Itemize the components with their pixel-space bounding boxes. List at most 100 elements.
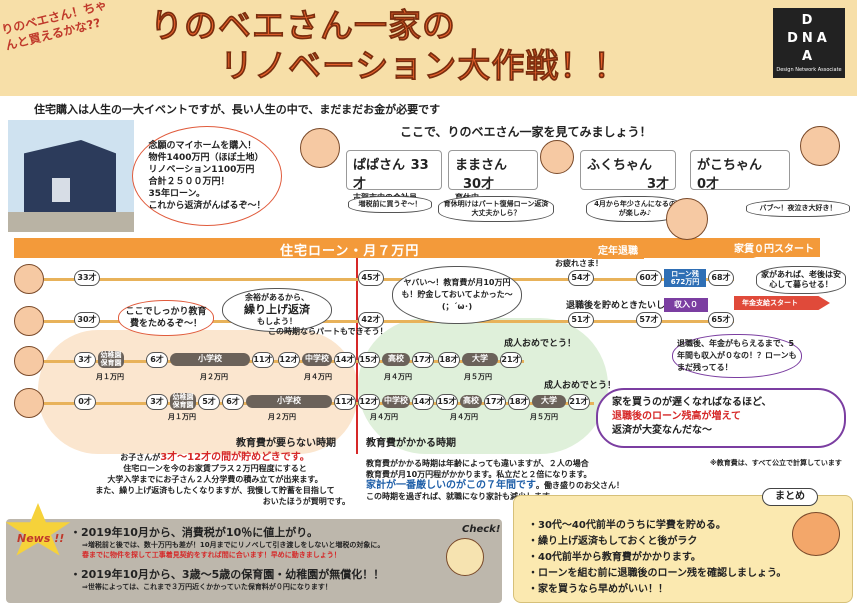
age-dot: 21才 [500,352,522,368]
rent-zero-badge: 家賃０円スタート [728,238,820,257]
age-dot: 17才 [412,352,434,368]
purple-line-3: 返済が大変なんだな〜 [612,425,712,436]
age-dot: 0才 [74,394,96,410]
money-label: 月４万円 [304,373,332,381]
mama-speech-face: (；´ω･) [441,302,473,311]
stage-junior: 中学校 [382,395,410,408]
left-note-highlight: 3才〜12才の間が貯めどきです。 [160,452,310,463]
family-name: ままさん [455,158,508,173]
money-label: 月４万円 [384,373,412,381]
purple-callout: 家を買うのが遅くなればなるほど、 退職後のローン残高が増えて 返済が大変なんだな… [596,388,846,448]
family-lead: ここで、りのベエさん一家を見てみましょう！ [400,125,652,139]
money-label: 月５万円 [464,373,492,381]
age-dot: 12才 [278,352,300,368]
money-label: 月４万円 [450,413,478,421]
age-dot: 12才 [358,394,380,410]
house-building [24,140,116,214]
logo-letter-2: DNA [787,31,831,46]
part-note: この時期ならパートもできそう！ [268,327,388,336]
header-band [0,0,857,96]
age-dot: 57才 [636,312,662,328]
left-note: お子さんが3才〜12才の間が貯めどきです。 住宅ローンを今のお家賃プラス２万円程… [80,452,350,507]
left-note-line: また、繰り上げ返済もしたくなりますが、我慢して貯蓄を目指して [95,486,335,495]
age-dot: 6才 [146,352,168,368]
money-label: 月２万円 [200,373,228,381]
house-photo [8,120,134,232]
save-note: 退職後を貯めときたいし [566,301,666,311]
logo-letter-1: D [801,13,817,28]
mama-speech: ヤバい〜！教育費が月10万円も！貯金しておいてよかった〜 (；´ω･) [392,266,522,324]
mama-comment: 育休明けはパート復帰ローン返済大丈夫かしら？ [438,196,554,222]
purple-line-1: 家を買うのが遅くなればなるほど、 [612,397,772,408]
age-dot: 15才 [436,394,458,410]
age-dot: 11才 [334,394,356,410]
news-item-2: ・2019年10月から、3歳〜5歳の保育園・幼稚園が無償化！！ [70,568,385,581]
age-dot: 68才 [708,270,734,286]
papa-row-face-icon [14,264,44,294]
house-bubble-line: これから返済がんばるぞ〜！ [148,201,266,211]
age-dot: 21才 [568,394,590,410]
money-label: 月４万円 [370,413,398,421]
family-name: ぱぱさん [353,158,406,173]
age-dot: 14才 [334,352,356,368]
age-dot: 5才 [198,394,220,410]
mama-bubble-2-title: 繰り上げ返済 [244,303,310,316]
summary-title: まとめ [762,488,818,506]
house-window [52,178,70,202]
edu-no-cost-label: 教育費が要らない時期 [236,438,336,449]
left-note-line: おいたほうが賢明です。 [262,497,350,506]
mama-timeline [44,320,734,323]
title-line-1: りのベエさん一家の [150,6,456,46]
house-bubble-line: リノベーション1100万円 [148,165,255,175]
footnote: ※教育費は、すべて公立で計算しています [710,459,842,467]
news-content: ・2019年10月から、消費税が10％に値上がり。 ⇒増税前と後では、数十万円も… [70,524,430,592]
family-name: がこちゃん [697,158,763,173]
age-dot: 60才 [636,270,662,286]
fuku-adult: 成人おめでとう！ [504,339,577,349]
fuku-row-face-icon [14,346,44,376]
family-card-gako: がこちゃん 0才 [690,150,790,192]
family-card-papa: ぱぱさん 33才 古賀市内の会社員 [346,150,442,202]
stage-junior: 中学校 [302,353,332,366]
stage-elementary: 小学校 [170,353,250,366]
mama-speech-text: ヤバい〜！教育費が月10万円も！貯金しておいてよかった〜 [401,278,513,299]
age-dot: 30才 [74,312,100,328]
mama-bubble-2-pre: 余裕があるから、 [245,293,309,302]
summary-item: ・繰り上げ返済もしておくと後がラク [528,536,698,547]
money-label: 月１万円 [168,413,196,421]
family-age: 0才 [697,177,720,192]
mama-row-face-icon [14,306,44,336]
pension-label: 年金支給スタート [742,299,798,307]
family-age: 3才 [646,177,669,192]
age-dot: 17才 [484,394,506,410]
family-age: 30才 [463,177,495,192]
after-bubble: 家があれば、老後は安心して暮らせる！ [756,266,846,294]
left-note-line: 住宅ローンを今のお家賃プラス２万円程度にすると [123,464,307,473]
left-note-line: 大学入学までにお子さん２人分学費の積み立てが出来ます。 [107,475,323,484]
age-dot: 45才 [358,270,384,286]
papa-face-icon [300,128,340,168]
pension-arrow [734,296,830,310]
mid-note-hl-post: 。働き盛りのお父さん！ [536,481,624,490]
mama-bubble-2: 余裕があるから、 繰り上げ返済 もしよう！ [222,288,332,332]
house-ground [8,212,134,232]
papa-note-top: お疲れさま！ [555,259,603,268]
stage-kinder: 幼稚園保育園 [98,351,124,368]
check-character-icon [446,538,484,576]
age-dot: 42才 [358,312,384,328]
baby-face-icon [800,126,840,166]
summary-box: ・30代〜40代前半のうちに学費を貯める。 ・繰り上げ返済もしておくと後がラク … [513,495,853,603]
mid-note-line: 教育費がかかる時期は年齢によっても違いますが、２人の場合 [366,459,589,468]
purple-line-2: 退職後のローン残高が増えて [612,411,741,422]
stage-university: 大学 [462,353,498,366]
money-label: 月５万円 [530,413,558,421]
gako-row-face-icon [14,388,44,418]
summary-item: ・ローンを組む前に退職後のローン残を確認しましょう。 [528,568,787,579]
family-age: 33才 [353,158,429,192]
age-dot: 11才 [252,352,274,368]
mid-note-line: 教育費が月10万円程がかかります。私立だと２倍になります。 [366,470,592,479]
money-label: 月１万円 [96,373,124,381]
age-dot: 18才 [508,394,530,410]
stage-university: 大学 [532,395,566,408]
age-dot: 14才 [412,394,434,410]
